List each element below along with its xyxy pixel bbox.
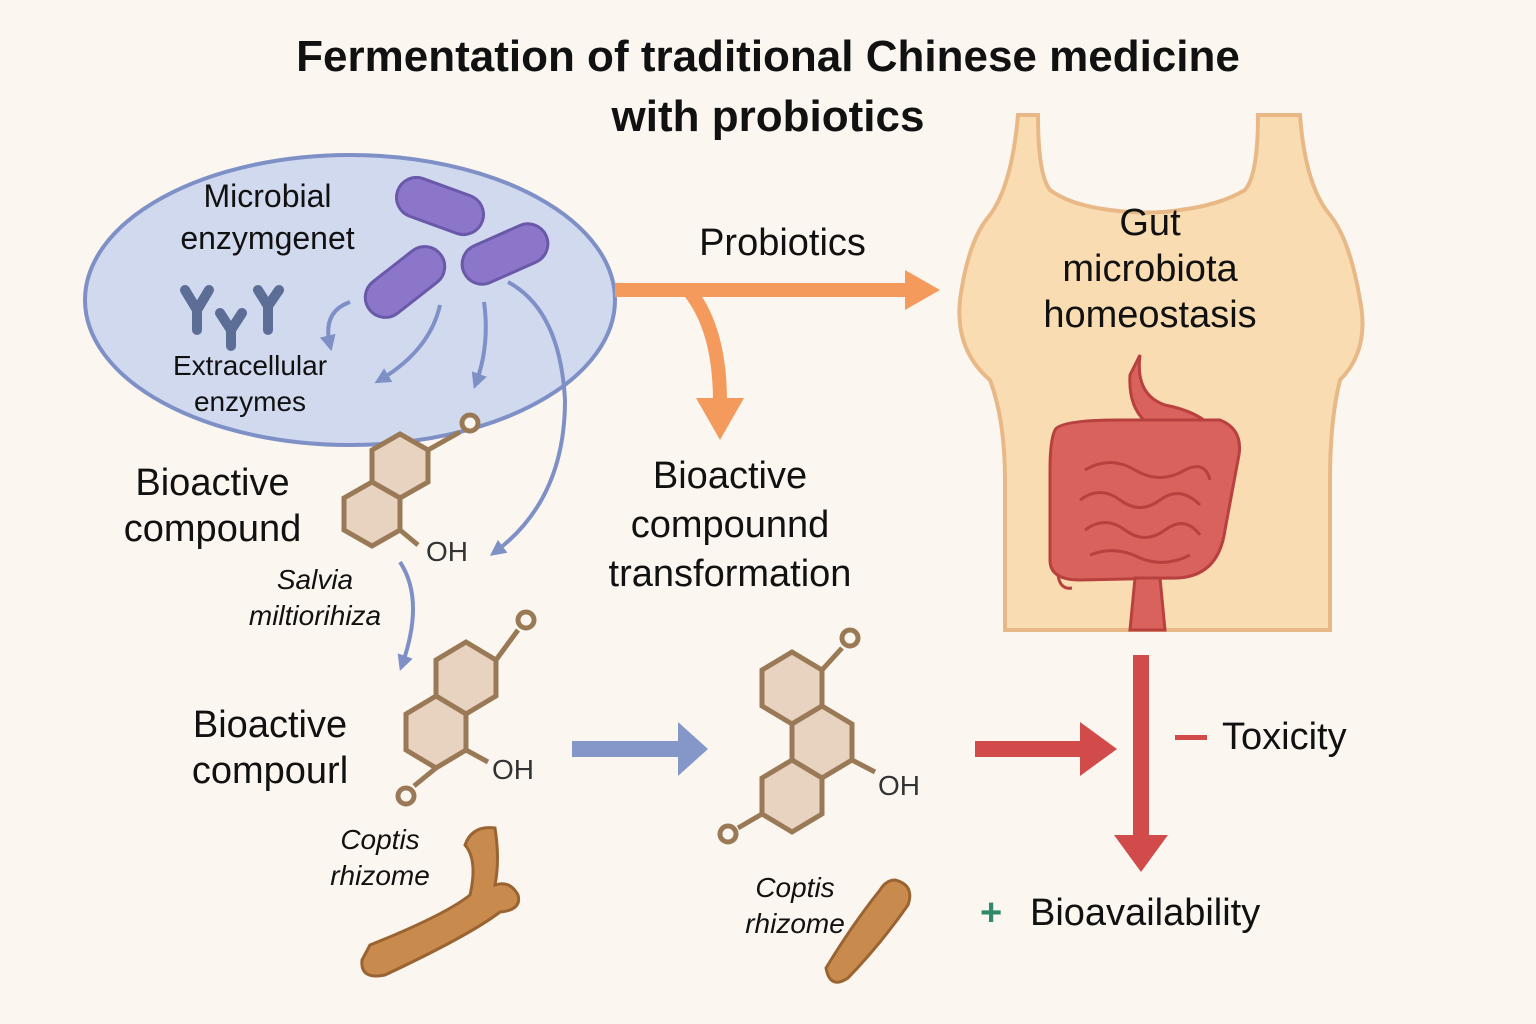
coptis-left-line2: rhizome [330,860,430,891]
coptis-right-line2: rhizome [745,908,845,939]
transformation-line1: Bioactive [652,455,808,497]
coptis-rhizome-icon-left [360,826,521,978]
microbial-label-line2: enzymgenet [180,220,355,256]
molecule-phenanthrene-icon [717,627,877,845]
salvia-label-line1: Salvia [276,564,354,595]
oh-label-3: OH [878,770,920,801]
transformation-line3: transformation [608,553,852,595]
extracellular-label-line1: Extracellular [172,350,328,381]
molecule-quinone-icon [395,609,537,807]
probiotics-arrows [615,270,940,440]
page-title-line1: Fermentation of traditional Chinese medi… [296,32,1240,81]
coptis-rhizome-icon-right [824,878,912,984]
coptis-right-line1: Coptis [755,872,835,903]
transformation-line2: compounnd [630,504,830,546]
enzyme-y-icons [180,285,284,351]
minus-mark [1175,735,1207,740]
gut-label-line3: homeostasis [1043,294,1257,336]
probiotics-label: Probiotics [699,222,866,264]
coptis-left-line1: Coptis [340,824,420,855]
outcome-arrows [975,655,1207,872]
compourl-line1: Bioactive [192,704,348,746]
transformation-arrow [572,722,708,776]
bacteria-icon [363,175,550,319]
bioactive-compound-line1: Bioactive [135,462,290,504]
microbial-label-line1: Microbial [203,178,332,214]
intestine-coils [1056,461,1212,590]
page-title-line2: with probiotics [611,92,925,141]
bioactive-compound-line2: compound [123,508,302,550]
bioavailability-label: Bioavailability [1030,892,1261,934]
oh-label-2: OH [492,754,534,785]
compourl-line2: compourl [191,750,349,792]
toxicity-label: Toxicity [1222,716,1347,758]
enzyme-flow-arrows [319,280,568,672]
digestive-organs-icon [1048,354,1241,632]
oh-label-1: OH [426,536,468,567]
gut-label-line2: microbiota [1062,248,1238,290]
extracellular-label-line2: enzymes [193,386,307,417]
molecule-naphthol-icon [341,412,481,549]
bioavailability-sign: + [980,892,1003,934]
salvia-label-line2: miltiorihiza [248,600,382,631]
gut-label-line1: Gut [1119,202,1181,244]
